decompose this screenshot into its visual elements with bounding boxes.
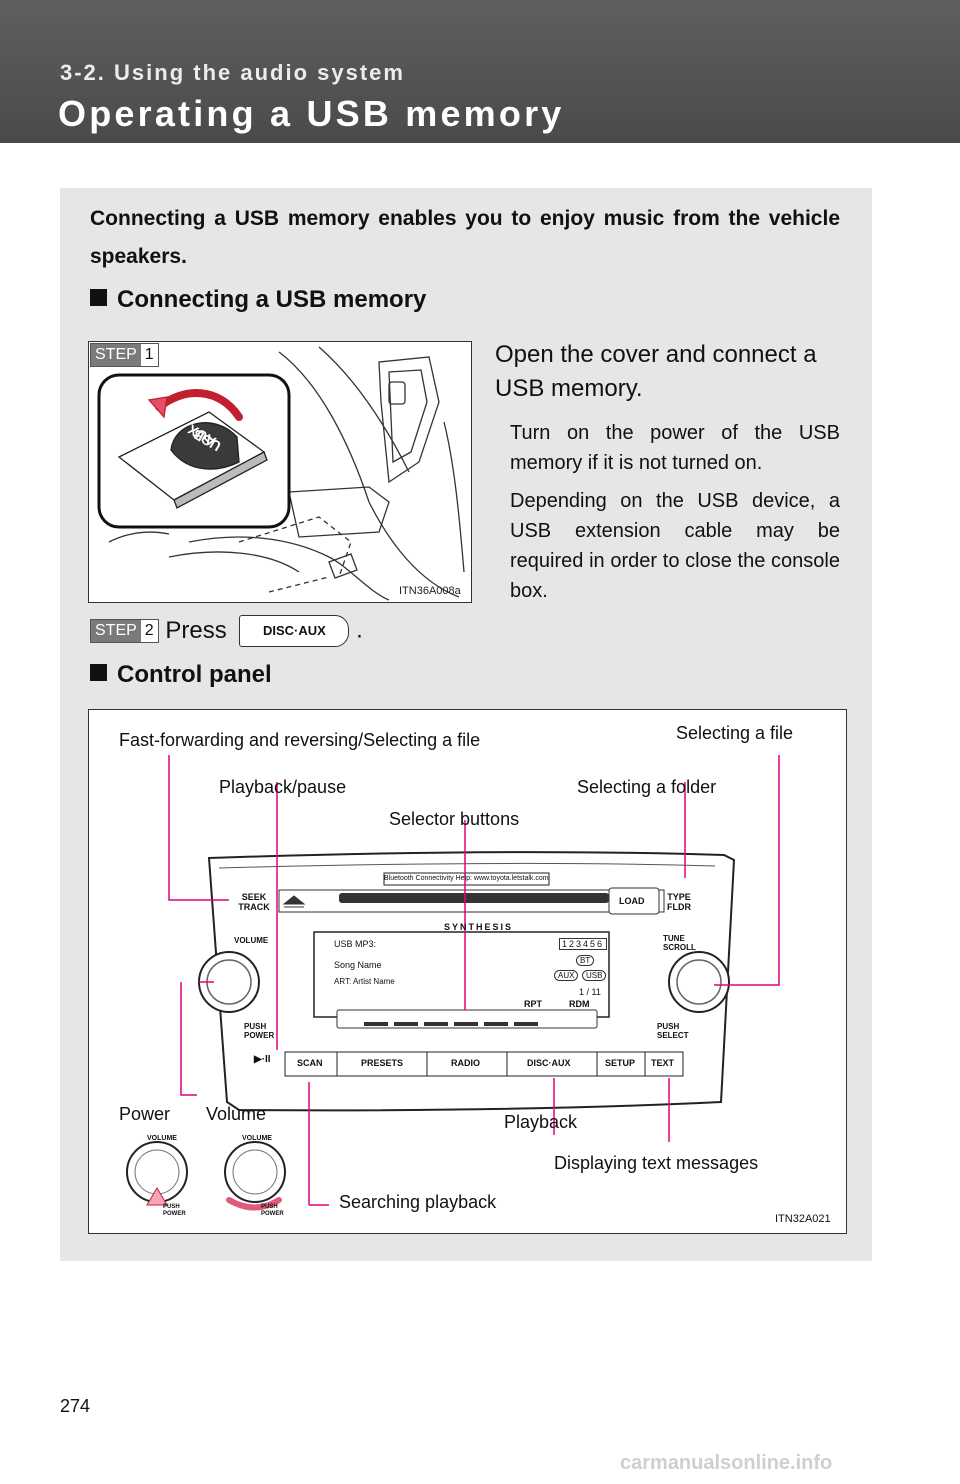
disc-aux-panel-button-label: DISC·AUX <box>527 1058 571 1068</box>
control-panel-figure: Bluetooth Connectivity Help: www.toyota.… <box>88 709 847 1234</box>
label-playback: Playback <box>504 1112 578 1132</box>
push-select-label: PUSH SELECT <box>657 1022 689 1040</box>
figure-code-1: ITN36A008a <box>399 585 462 597</box>
heading-control-panel: Control panel <box>90 661 272 689</box>
play-pause-icon: ▶·II <box>254 1054 271 1065</box>
label-selector-buttons: Selector buttons <box>389 809 520 829</box>
usb-illustration: USB AUX ITN36A008a <box>88 341 472 603</box>
section-heading: 3-2. Using the audio system <box>60 60 405 85</box>
heading-connecting-label: Connecting a USB memory <box>117 286 427 313</box>
intro-text: Connecting a USB memory enables you to e… <box>90 207 840 268</box>
small-push-power-label-2: PUSH POWER <box>261 1204 284 1217</box>
screen-line-2: Song Name <box>334 960 382 970</box>
page-number: 274 <box>60 1396 91 1416</box>
heading-control-panel-label: Control panel <box>117 661 272 688</box>
banner-text: Bluetooth Connectivity Help: www.toyota.… <box>384 875 549 882</box>
small-volume-label-1: VOLUME <box>147 1135 177 1142</box>
console-drawing: USB AUX ITN36A008a <box>97 346 465 601</box>
step-1-word: STEP <box>91 344 141 366</box>
step-1-number: 1 <box>144 346 154 363</box>
screen-line-3: ART: Artist Name <box>334 977 395 986</box>
step-2-number: 2 <box>144 622 154 639</box>
watermark: carmanualsonline.info <box>620 1452 833 1474</box>
disc-aux-button-icon: DISC·AUX <box>239 615 350 647</box>
label-searching-playback: Searching playback <box>339 1192 497 1212</box>
screen-usb-badge: USB <box>582 970 607 981</box>
label-selecting-folder: Selecting a folder <box>577 777 717 797</box>
presets-button-label: PRESETS <box>361 1058 404 1068</box>
label-playback-pause: Playback/pause <box>219 777 347 797</box>
scan-button-label: SCAN <box>297 1058 323 1068</box>
rpt-label: RPT <box>524 999 542 1009</box>
screen-track: 1 / 11 <box>579 987 601 997</box>
screen-bt-badge: BT <box>576 955 595 966</box>
load-button-label: LOAD <box>619 896 645 906</box>
volume-knob-label: VOLUME <box>234 936 269 945</box>
push-power-label: PUSH POWER <box>244 1022 275 1040</box>
label-fast-forwarding: Fast-forwarding and reversing/Selecting … <box>119 730 481 750</box>
screen-presets: 123456 <box>559 938 608 950</box>
step-1-text: Open the cover and connect a USB memory. <box>495 341 817 402</box>
label-volume: Volume <box>206 1104 267 1124</box>
step-1-note-1: Turn on the power of the USB memory if i… <box>510 422 840 474</box>
small-volume-label-2: VOLUME <box>242 1135 272 1142</box>
control-panel-drawing <box>126 755 780 1211</box>
setup-button-label: SETUP <box>605 1058 636 1068</box>
radio-button-label: RADIO <box>451 1058 480 1068</box>
square-bullet-icon <box>90 664 107 681</box>
screen-line-1: USB MP3: <box>334 939 377 949</box>
seek-track-label: SEEK TRACK <box>238 892 270 912</box>
square-bullet-icon <box>90 289 107 306</box>
screen-aux-badge: AUX <box>554 970 579 981</box>
page-title: Operating a USB memory <box>58 93 565 134</box>
step-2-period: . <box>356 616 363 644</box>
rdm-label: RDM <box>569 999 590 1009</box>
label-selecting-file: Selecting a file <box>676 723 794 743</box>
label-displaying-text: Displaying text messages <box>554 1153 759 1173</box>
step-2-press-text: Press <box>165 617 227 644</box>
small-push-power-label-1: PUSH POWER <box>163 1204 186 1217</box>
step-2-word: STEP <box>91 620 141 642</box>
page-header <box>0 0 960 143</box>
tune-scroll-label: TUNE SCROLL <box>663 934 696 952</box>
screen-brand: SYNTHESIS <box>444 922 514 932</box>
label-power: Power <box>119 1104 171 1124</box>
text-button-label: TEXT <box>651 1058 675 1068</box>
figure-code-2: ITN32A021 <box>775 1213 831 1225</box>
type-fldr-label: TYPE FLDR <box>667 892 691 912</box>
heading-connecting: Connecting a USB memory <box>90 286 426 314</box>
step-1-note-2: Depending on the USB device, a USB exten… <box>510 490 840 602</box>
